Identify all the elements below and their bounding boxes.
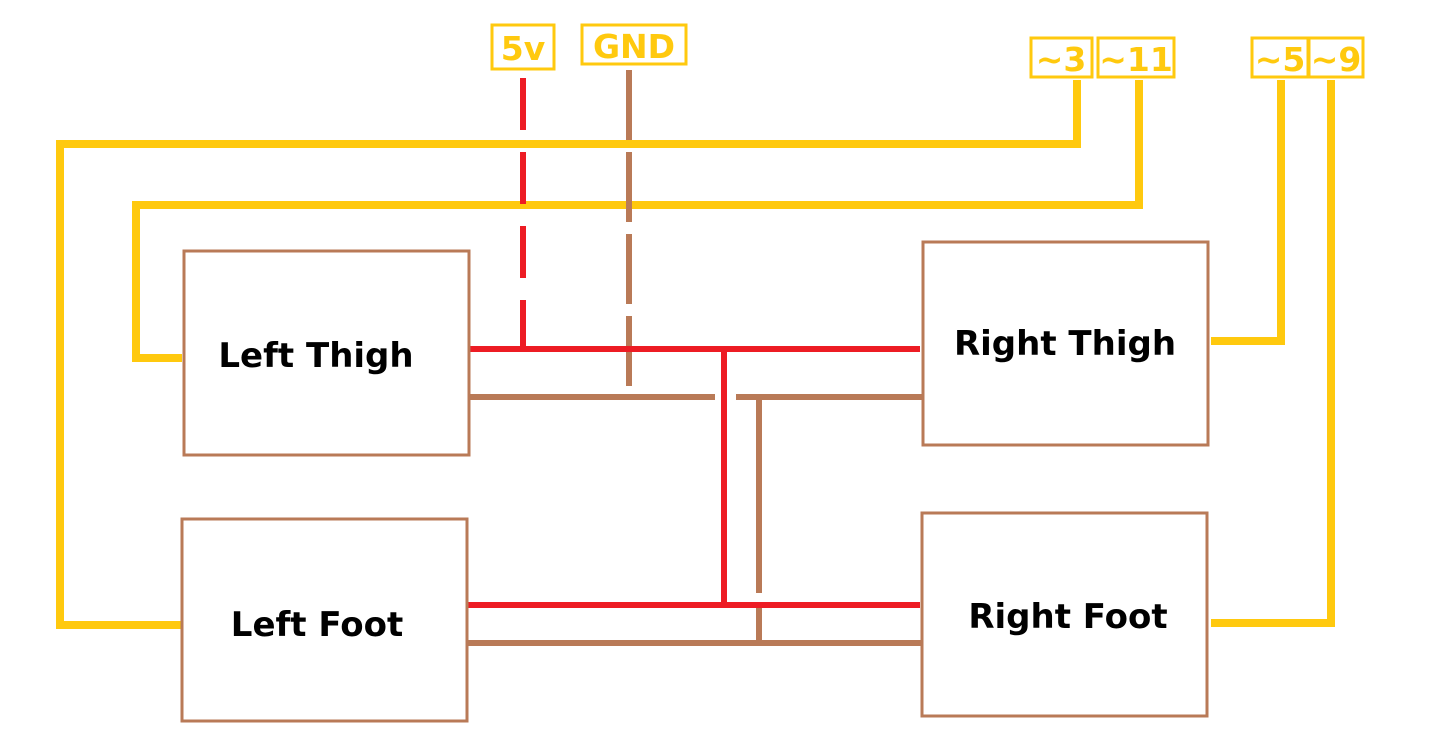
signal-wires bbox=[56, 80, 1335, 629]
pin-label-3: ~3 bbox=[1036, 40, 1087, 79]
servo-box-right-thigh bbox=[921, 240, 1210, 447]
signal-wire-right-foot bbox=[1211, 80, 1335, 627]
pin-11: ~11 bbox=[1096, 36, 1176, 79]
ground-wires bbox=[466, 70, 925, 646]
servo-right-foot: Right Foot bbox=[920, 511, 1209, 718]
signal-wire-left-foot bbox=[56, 80, 1081, 629]
pin-box-gnd bbox=[580, 23, 688, 66]
servo-label-left-foot: Left Foot bbox=[231, 605, 403, 645]
pin-label-gnd: GND bbox=[593, 27, 675, 66]
pin-gnd: GND bbox=[580, 23, 688, 66]
servo-label-right-thigh: Right Thigh bbox=[954, 324, 1176, 364]
pin-box-5 bbox=[1250, 36, 1310, 79]
servo-box-left-thigh bbox=[182, 249, 471, 457]
servo-label-left-thigh: Left Thigh bbox=[218, 336, 413, 376]
pin-label-5v: 5v bbox=[501, 29, 546, 68]
servo-right-thigh: Right Thigh bbox=[921, 240, 1210, 447]
servo-left-foot: Left Foot bbox=[180, 517, 469, 723]
servo-label-right-foot: Right Foot bbox=[968, 597, 1167, 637]
pin-box-9 bbox=[1307, 36, 1365, 79]
servo-box-right-foot bbox=[920, 511, 1209, 718]
pin-5: ~5 bbox=[1250, 36, 1310, 79]
pin-label-11: ~11 bbox=[1099, 40, 1173, 79]
signal-wire-right-thigh bbox=[1211, 80, 1285, 345]
pin-3: ~3 bbox=[1029, 36, 1094, 79]
pin-box-5v bbox=[490, 23, 556, 71]
pin-box-11 bbox=[1096, 36, 1176, 79]
signal-wire-left-thigh bbox=[132, 80, 1143, 362]
servo-box-left-foot bbox=[180, 517, 469, 723]
pin-5v: 5v bbox=[490, 23, 556, 71]
servo-left-thigh: Left Thigh bbox=[182, 249, 471, 457]
pin-box-3 bbox=[1029, 36, 1094, 79]
pin-9: ~9 bbox=[1307, 36, 1365, 79]
power-wires bbox=[468, 78, 920, 608]
pin-label-5: ~5 bbox=[1255, 40, 1306, 79]
pin-label-9: ~9 bbox=[1311, 40, 1362, 79]
